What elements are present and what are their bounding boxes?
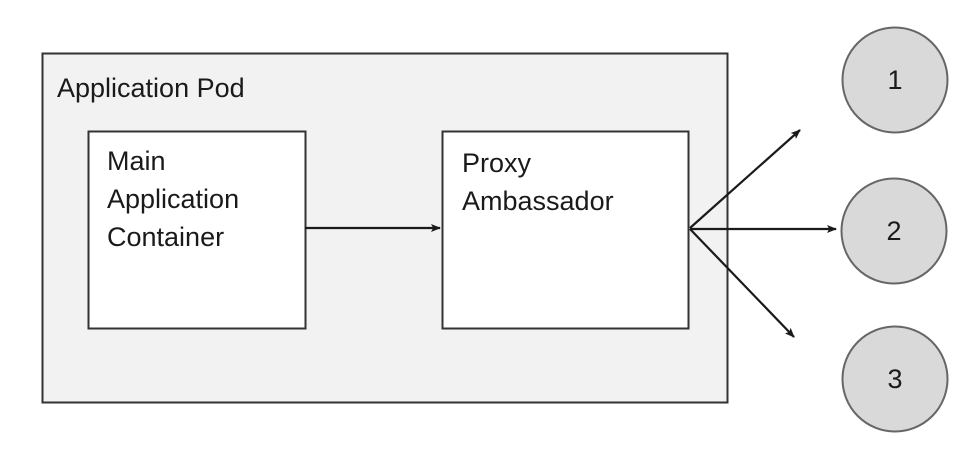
connector-proxy-to-endpoint-3[interactable] (689, 228, 795, 338)
main-container-line-2: Application (107, 184, 240, 214)
proxy-ambassador-box[interactable] (441, 130, 690, 330)
main-container-line-3: Container (107, 222, 225, 252)
endpoint-label-1: 1 (887, 65, 903, 95)
main-container-line-1: Main (107, 146, 166, 176)
endpoint-label-2: 2 (886, 216, 902, 246)
application-pod-title: Application Pod (57, 73, 245, 103)
endpoint-circle-2[interactable] (840, 177, 948, 285)
endpoint-circle-3[interactable] (841, 325, 949, 433)
main-application-container-box[interactable] (87, 130, 307, 330)
proxy-line-1: Proxy (462, 148, 532, 178)
endpoint-label-3: 3 (887, 364, 903, 394)
connector-proxy-to-endpoint-1[interactable] (689, 129, 801, 229)
proxy-line-2: Ambassador (462, 186, 614, 216)
endpoint-circle-1[interactable] (841, 26, 949, 134)
